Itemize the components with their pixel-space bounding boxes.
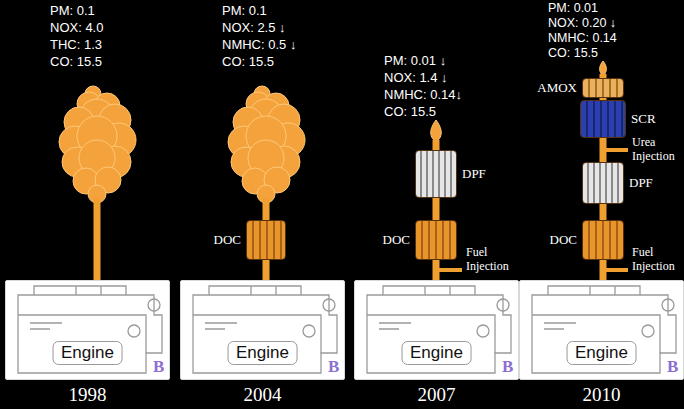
emission-value: NMHC: 0.14 <box>548 31 617 45</box>
engine-pulley <box>662 299 674 311</box>
logo-mark: B <box>328 357 339 377</box>
emission-value: NOX: 1.4 ↓ <box>384 71 448 86</box>
injection-label: Fuel Injection <box>466 246 518 274</box>
injection-line <box>603 148 628 152</box>
exhaust-pipe <box>263 198 270 221</box>
engine-outline <box>30 323 62 329</box>
emission-value: PM: 0.1 <box>50 4 95 19</box>
emission-value: NOX: 0.20 ↓ <box>548 16 616 30</box>
engine-outline <box>425 286 450 295</box>
engine-pulley <box>148 299 160 311</box>
emission-value: CO: 15.5 <box>222 55 274 70</box>
exhaust-plume <box>59 86 136 203</box>
engine-outline <box>379 323 411 329</box>
engine-outline <box>251 286 276 295</box>
engine-outline <box>34 286 126 295</box>
aftertreatment-canister: SCR <box>580 100 626 138</box>
exhaust-plume <box>600 61 607 76</box>
engine-pulley <box>642 325 654 337</box>
year-label: 2010 <box>583 384 621 406</box>
engine-label: Engine <box>52 341 123 365</box>
engine-outline <box>532 295 676 373</box>
engine-pulley <box>323 299 335 311</box>
engine-outline <box>205 323 237 329</box>
engine-outline <box>76 286 101 295</box>
engine-sketch <box>181 281 346 381</box>
injection-label: Urea Injection <box>632 136 682 164</box>
engine-pulley <box>303 325 315 337</box>
engine-block: Engine <box>354 280 519 380</box>
engine-pulley <box>497 299 509 311</box>
engine-block: Engine <box>180 280 345 380</box>
year-label: 2004 <box>244 384 282 406</box>
exhaust-pipe <box>600 204 607 220</box>
exhaust-pipe <box>263 260 270 280</box>
emission-value: PM: 0.1 <box>222 4 267 19</box>
component-label: SCR <box>631 111 656 127</box>
injection-line <box>436 268 462 272</box>
emission-value: NMHC: 0.5 ↓ <box>222 38 296 53</box>
engine-outline <box>367 295 511 373</box>
component-label: DOC <box>214 232 241 248</box>
component-label: DOC <box>383 232 410 248</box>
emission-value: NOX: 2.5 ↓ <box>222 21 286 36</box>
emission-value: PM: 0.01 <box>548 1 598 15</box>
engine-outline <box>193 295 337 373</box>
logo-mark: B <box>667 357 678 377</box>
engine-label: Engine <box>401 341 472 365</box>
logo-mark: B <box>153 357 164 377</box>
exhaust-plume <box>228 86 305 203</box>
engine-block: Engine <box>519 280 684 380</box>
component-label: DPF <box>462 166 486 182</box>
aftertreatment-canister: DOC <box>246 220 286 260</box>
engine-pulley <box>477 325 489 337</box>
aftertreatment-canister: DPF <box>582 162 624 204</box>
engine-outline <box>544 323 576 329</box>
year-label: 1998 <box>69 384 107 406</box>
exhaust-pipe <box>433 198 440 220</box>
emission-value: CO: 15.5 <box>50 55 102 70</box>
aftertreatment-canister: DPF <box>415 150 457 198</box>
exhaust-plume <box>431 120 442 142</box>
component-label: DOC <box>550 232 577 248</box>
year-label: 2007 <box>418 384 456 406</box>
engine-block: Engine <box>5 280 170 380</box>
emission-value: NOX: 4.0 <box>50 21 103 36</box>
aftertreatment-canister: AMOX <box>582 78 624 98</box>
exhaust-pipe <box>600 260 607 280</box>
engine-outline <box>548 286 640 295</box>
component-label: DPF <box>629 175 653 191</box>
aftertreatment-canister: DOC <box>582 220 624 260</box>
engine-sketch <box>355 281 520 381</box>
injection-label: Fuel Injection <box>632 246 682 274</box>
component-label: AMOX <box>537 80 577 96</box>
engine-pulley <box>128 325 140 337</box>
logo-mark: B <box>502 357 513 377</box>
exhaust-pipe <box>600 138 607 162</box>
engine-outline <box>18 295 162 373</box>
engine-sketch <box>520 281 684 381</box>
exhaust-pipe <box>94 198 101 281</box>
engine-label: Engine <box>227 341 298 365</box>
engine-outline <box>590 286 615 295</box>
injection-line <box>603 268 628 272</box>
emission-value: PM: 0.01 ↓ <box>384 54 446 69</box>
exhaust-pipe <box>433 260 440 280</box>
aftertreatment-canister: DOC <box>415 220 457 260</box>
engine-outline <box>383 286 475 295</box>
engine-label: Engine <box>566 341 637 365</box>
emission-value: CO: 15.5 <box>548 46 598 60</box>
emission-value: THC: 1.3 <box>50 38 102 53</box>
emission-value: NMHC: 0.14↓ <box>384 88 462 103</box>
engine-outline <box>209 286 301 295</box>
engine-sketch <box>6 281 171 381</box>
emission-value: CO: 15.5 <box>384 105 436 120</box>
